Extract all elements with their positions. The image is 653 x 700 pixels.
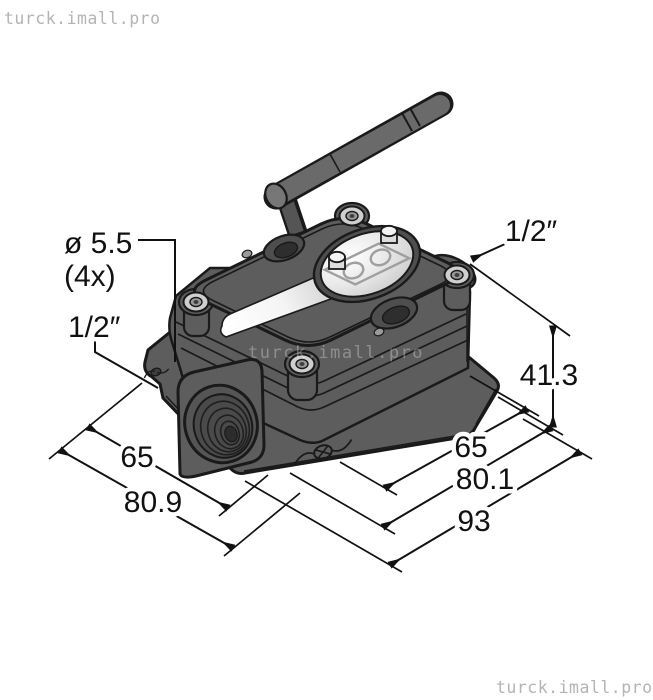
lens-window [312, 224, 422, 304]
corner-screw [443, 264, 471, 286]
rotary-dial [369, 248, 392, 267]
extension-line [289, 472, 396, 535]
extension-line [469, 263, 571, 337]
right-width-inner-label: 65 [454, 431, 487, 464]
watermark-top-left: turck.imall.pro [4, 9, 161, 28]
left-width-label: 65 [120, 441, 153, 474]
antenna-shaft [267, 95, 450, 206]
lid-details [219, 224, 422, 338]
led-window [373, 327, 385, 337]
gasket-seam [180, 339, 469, 411]
port-left-label: 1/2″ [68, 311, 121, 344]
antenna-ring [409, 107, 421, 127]
leader-port-right [469, 243, 506, 263]
leader-hole-diameter [138, 239, 176, 362]
hole-diameter-label: ø 5.5 [64, 227, 132, 260]
antenna-joint-line [329, 153, 341, 173]
extension-line [218, 474, 269, 517]
leader-port-left [94, 338, 159, 389]
antenna [263, 91, 454, 241]
right-width-outer-label: 93 [457, 505, 490, 538]
watermark-bottom-right: turck.imall.pro [496, 678, 653, 697]
antenna-butt-cap [264, 182, 288, 210]
lens-glass [319, 230, 415, 298]
antenna-counterbore [262, 233, 306, 263]
extension-line [244, 480, 403, 573]
led-window [241, 249, 253, 259]
bottom-mounting-cross [293, 439, 353, 465]
left-depth-label: 80.9 [124, 486, 182, 519]
hole-count-label: (4x) [64, 260, 116, 293]
dim-line-left-depth [57, 446, 236, 552]
rotary-switch-plate [321, 242, 413, 286]
antenna-stem [279, 197, 304, 236]
push-button [328, 250, 346, 270]
corner-screw [182, 291, 210, 313]
port-right-label: 1/2″ [505, 215, 558, 248]
rotary-dial [342, 261, 365, 280]
extension-line [223, 492, 301, 557]
conduit-counterbore [369, 296, 419, 330]
conduit-port [176, 358, 266, 479]
antenna-ring [401, 112, 413, 132]
corner-screw [288, 353, 316, 375]
watermark-center: turck.imall.pro [248, 343, 424, 363]
dim-line-right-outer [387, 448, 583, 569]
push-button [380, 224, 398, 244]
corner-screws [182, 205, 471, 375]
mounting-ear-hole [143, 367, 170, 379]
height-label: 41.3 [520, 359, 578, 392]
right-width-mid-label: 80.1 [456, 463, 514, 496]
extension-line [339, 461, 398, 496]
corner-screw [338, 205, 366, 227]
dimension-annotations: ø 5.5 (4x) 1/2″ 1/2″ 41.3 65 80.9 65 80.… [48, 211, 593, 573]
